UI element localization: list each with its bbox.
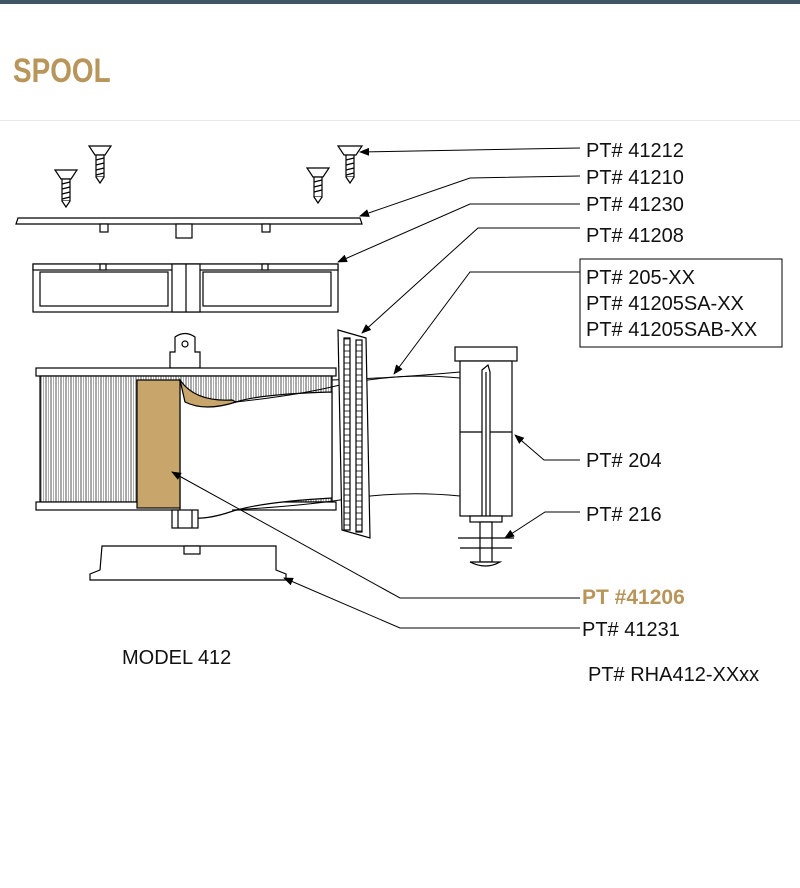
title-divider (0, 120, 800, 121)
label-216: PT# 216 (586, 504, 662, 526)
label-205-xx: PT# 205-XX (586, 267, 695, 289)
screw-right-1 (305, 167, 331, 205)
label-41231: PT# 41231 (582, 619, 680, 641)
cartridge-housing (454, 346, 518, 519)
model-label: MODEL 412 (122, 647, 231, 669)
label-41208: PT# 41208 (586, 225, 684, 247)
assembly-part-number: PT# RHA412-XXxx (588, 664, 759, 686)
screw-group (53, 145, 364, 209)
label-41205sab-xx: PT# 41205SAB-XX (586, 319, 757, 341)
top-plate (15, 217, 363, 239)
label-204: PT# 204 (586, 450, 662, 472)
base-plate (89, 545, 287, 581)
ribbon-part-box (579, 258, 783, 348)
label-41230: PT# 41230 (586, 194, 684, 216)
label-41210: PT# 41210 (586, 167, 684, 189)
side-plate (337, 329, 371, 539)
frame-cover (32, 263, 339, 313)
leader-lines (171, 147, 581, 629)
spring-pin (458, 515, 514, 567)
label-41206-highlighted: PT #41206 (582, 586, 685, 609)
label-41212: PT# 41212 (586, 140, 684, 162)
label-41205sa-xx: PT# 41205SA-XX (586, 293, 744, 315)
page-title: SPOOL (13, 52, 111, 90)
top-accent-bar (0, 0, 800, 4)
screw-left-2 (87, 145, 113, 185)
screw-right-2 (336, 145, 364, 185)
spool-body (35, 332, 337, 529)
screw-left-1 (53, 169, 79, 209)
highlighted-core-band (136, 379, 181, 509)
